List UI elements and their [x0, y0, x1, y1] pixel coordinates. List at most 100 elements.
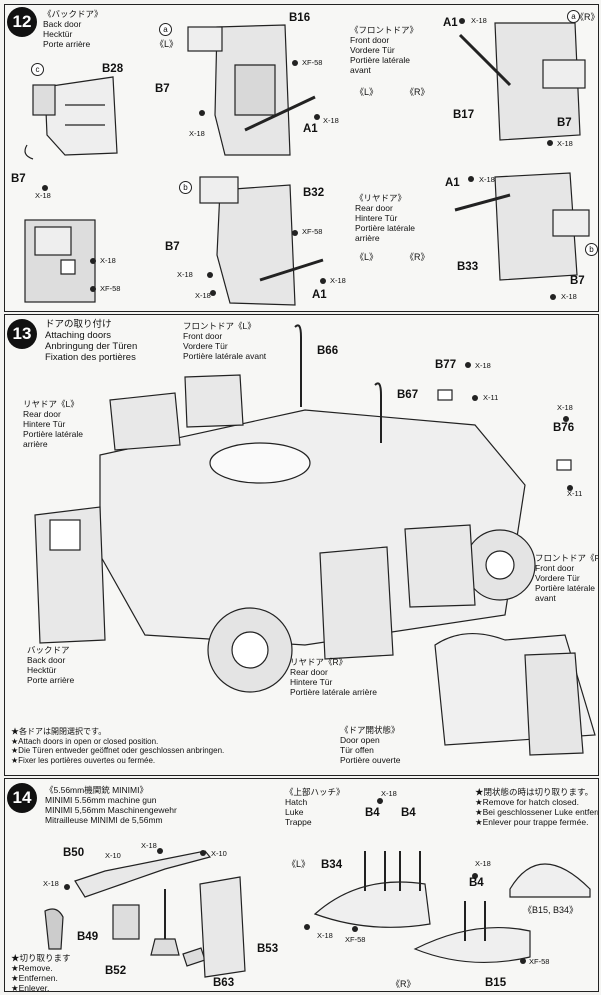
step-14-number: 14	[7, 783, 37, 813]
rear-door-right-drawing	[454, 172, 590, 281]
part-b34: B34	[321, 859, 343, 871]
screw-x18-4: X-18	[323, 116, 339, 125]
screw-x11-13a: X-11	[483, 393, 499, 402]
screw-xf58-1: XF-58	[100, 284, 121, 293]
screw-x18-13a: X-18	[475, 361, 491, 370]
screw-x18-11: X-18	[561, 292, 577, 301]
screw-x18-e: X-18	[475, 859, 491, 868]
part-b67: B67	[397, 389, 419, 401]
screw-dots	[42, 18, 556, 300]
marker-a-right: a	[567, 10, 580, 23]
part-a1-rear-r: A1	[445, 177, 460, 189]
marker-a-right-tag: 《R》	[575, 12, 599, 22]
screw-x18-1: X-18	[35, 191, 51, 200]
part-a1-front-l: A1	[303, 123, 318, 135]
hatch-left-tag: 《L》	[287, 859, 311, 869]
step-13-note: ★各ドアは開閉選択です。★Attach doors in open or clo…	[11, 727, 225, 765]
part-b4-a: B4	[365, 807, 380, 819]
side-left-tag: 《L》	[155, 39, 179, 49]
screw-x18-13b: X-18	[557, 403, 573, 412]
rear-door-right-tag: 《R》	[405, 252, 430, 262]
part-b33: B33	[457, 261, 479, 273]
screw-x18-7: X-18	[177, 270, 193, 279]
minimi-caption: 《5.56mm機関銃 MINIMI》MINIMI 5.56mm machine …	[45, 785, 177, 825]
screw-x18-5: X-18	[471, 16, 487, 25]
part-b17: B17	[453, 109, 475, 121]
part-b4-b: B4	[401, 807, 416, 819]
screw-x18-d: X-18	[317, 931, 333, 940]
part-b50: B50	[63, 847, 85, 859]
part-b15: B15	[485, 977, 507, 989]
marker-c: c	[31, 63, 44, 76]
part-b52: B52	[105, 965, 127, 977]
screw-x11-13b: X-11	[567, 489, 583, 498]
screw-x18-9: X-18	[330, 276, 346, 285]
part-b7-front-l: B7	[155, 83, 170, 95]
part-b76: B76	[553, 422, 575, 434]
screw-x18-10: X-18	[479, 175, 495, 184]
part-a1-rear-l: A1	[312, 289, 327, 301]
part-b7-front-r: B7	[557, 117, 572, 129]
part-b32: B32	[303, 187, 325, 199]
marker-b-right: b	[585, 243, 598, 256]
screw-x18-6: X-18	[557, 139, 573, 148]
step-12-panel: 12	[4, 4, 599, 312]
screw-x18-a: X-18	[141, 841, 157, 850]
screw-x10-a: X-10	[105, 851, 121, 860]
marker-b: b	[179, 181, 192, 194]
vehicle-drawing	[34, 324, 596, 756]
part-b7-back: B7	[11, 173, 26, 185]
back-door-drawing	[24, 76, 118, 160]
screw-xf58-a: XF-58	[345, 935, 366, 944]
step-13-panel: 13	[4, 314, 599, 776]
rear-door-left-tag: 《L》	[355, 252, 379, 262]
rear-door-left-drawing	[199, 176, 324, 306]
part-b7-rear-l: B7	[165, 241, 180, 253]
part-b4-c: B4	[469, 877, 484, 889]
front-door-right-tag: 《R》	[405, 87, 430, 97]
remove-note: ★閉状態の時は切り取ります。★Remove for hatch closed.★…	[475, 787, 598, 827]
front-door-left-drawing	[187, 24, 316, 156]
part-b28: B28	[102, 63, 124, 75]
screw-x18-8: X-18	[195, 291, 211, 300]
screw-xf58-2: XF-58	[302, 58, 323, 67]
front-door-right-drawing	[458, 22, 586, 141]
step-12-drawings	[24, 18, 590, 306]
part-b49: B49	[77, 931, 99, 943]
screw-xf58-3: XF-58	[302, 227, 323, 236]
part-b63: B63	[213, 977, 235, 989]
screw-x18-c: X-18	[381, 789, 397, 798]
front-door-left-tag: 《L》	[355, 87, 379, 97]
part-b16: B16	[289, 12, 311, 24]
cut-note: ★切り取ります★Remove.★Entfernen.★Enlever.	[11, 953, 71, 992]
step-14-panel: 14 《5.56mm機関銃 MINI	[4, 778, 599, 992]
screw-x18-2: X-18	[100, 256, 116, 265]
detail-caption: 《B15, B34》	[523, 905, 579, 915]
screw-x18-b: X-18	[43, 879, 59, 888]
part-b7-rear-r: B7	[570, 275, 585, 287]
step-13-number: 13	[7, 319, 37, 349]
part-b77: B77	[435, 359, 457, 371]
hatch-right-tag: 《R》	[391, 979, 416, 989]
step-14-drawings	[44, 798, 591, 978]
screw-x18-3: X-18	[189, 129, 205, 138]
part-b66: B66	[317, 345, 339, 357]
part-a1-front-r: A1	[443, 17, 458, 29]
part-b53: B53	[257, 943, 279, 955]
screw-x10-b: X-10	[211, 849, 227, 858]
step-12-number: 12	[7, 7, 37, 37]
marker-a: a	[159, 23, 172, 36]
back-door-inner-drawing	[24, 219, 96, 303]
screw-xf58-b: XF-58	[529, 957, 550, 966]
